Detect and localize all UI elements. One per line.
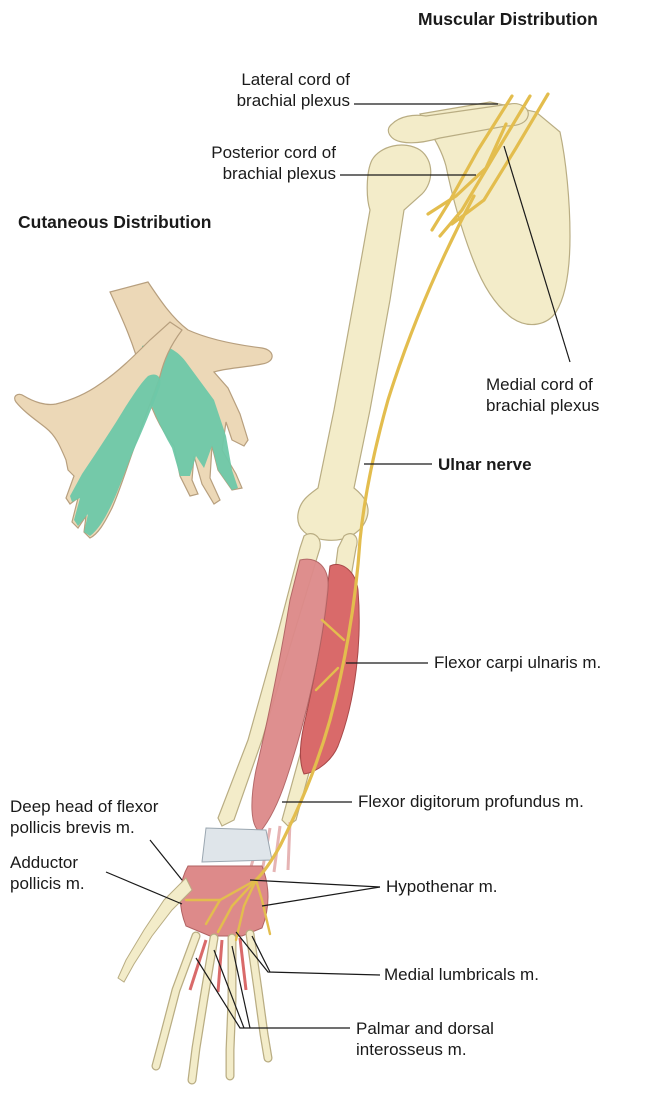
deep-head-fpb-line-1: Deep head of flexor: [10, 796, 158, 817]
ulnar-nerve-label: Ulnar nerve: [438, 454, 532, 475]
leader-hypothenar-2: [262, 887, 380, 906]
adductor-pollicis-line-1: Adductor: [10, 852, 85, 873]
posterior-cord-line-1: Posterior cord of: [170, 142, 336, 163]
finger-bones-fill: [156, 934, 268, 1080]
hypothenar-label: Hypothenar m.: [386, 876, 498, 897]
interosseus-line-1: Palmar and dorsal: [356, 1018, 494, 1039]
cutaneous-hand-palmar: [15, 322, 182, 538]
leader-adductor-pollicis: [106, 872, 182, 904]
adductor-pollicis-label: Adductor pollicis m.: [10, 852, 85, 894]
lateral-cord-line-1: Lateral cord of: [196, 69, 350, 90]
interosseus-muscles: [190, 938, 246, 992]
medial-lumbricals-label: Medial lumbricals m.: [384, 964, 539, 985]
cutaneous-distribution-heading: Cutaneous Distribution: [18, 212, 211, 233]
adductor-pollicis-line-2: pollicis m.: [10, 873, 85, 894]
medial-cord-line-1: Medial cord of: [486, 374, 599, 395]
flexor-digitorum-profundus-label: Flexor digitorum profundus m.: [358, 791, 584, 812]
lateral-cord-label: Lateral cord of brachial plexus: [196, 69, 350, 111]
medial-cord-line-2: brachial plexus: [486, 395, 599, 416]
leader-hypothenar-1: [250, 880, 380, 887]
deep-head-fpb-label: Deep head of flexor pollicis brevis m.: [10, 796, 158, 838]
interosseus-line-2: interosseus m.: [356, 1039, 494, 1060]
posterior-cord-line-2: brachial plexus: [170, 163, 336, 184]
interosseus-label: Palmar and dorsal interosseus m.: [356, 1018, 494, 1060]
leader-deep-head-fpb: [150, 840, 182, 880]
muscular-distribution-heading: Muscular Distribution: [418, 9, 598, 30]
flexor-carpi-ulnaris-label: Flexor carpi ulnaris m.: [434, 652, 601, 673]
medial-cord-label: Medial cord of brachial plexus: [486, 374, 599, 416]
deep-head-fpb-line-2: pollicis brevis m.: [10, 817, 158, 838]
humerus: [298, 145, 431, 540]
posterior-cord-label: Posterior cord of brachial plexus: [170, 142, 336, 184]
flexor-retinaculum: [202, 828, 272, 862]
lateral-cord-line-2: brachial plexus: [196, 90, 350, 111]
